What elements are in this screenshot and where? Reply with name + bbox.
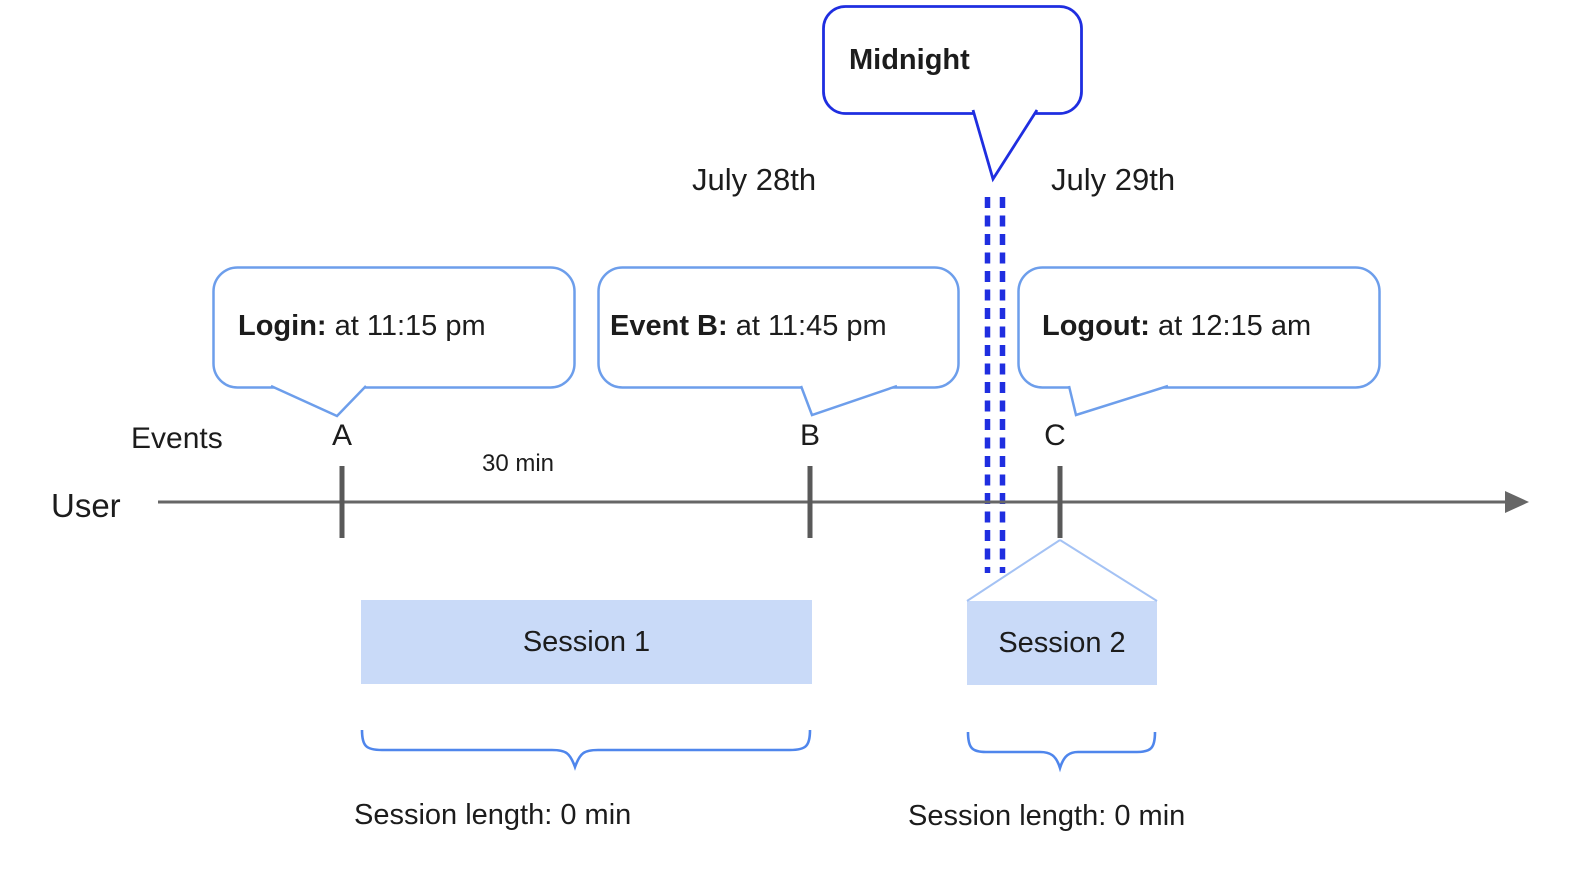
login-bubble-text-bold: Login: — [238, 310, 327, 342]
date-july-28: July 28th — [692, 162, 817, 197]
session-1-label: Session 1 — [522, 625, 651, 658]
event-b-bubble-text-bold: Event B: — [610, 310, 728, 342]
event-a-label: A — [331, 419, 353, 452]
logout-bubble-tail — [1067, 384, 1169, 417]
session-2-brace — [966, 731, 1157, 773]
events-axis-label: Events — [131, 422, 223, 455]
session-2-length-label: Session length: 0 min — [908, 800, 1186, 832]
login-bubble-text: Login: at 11:15 pm — [238, 310, 486, 343]
event-b-bubble-tail — [799, 384, 898, 417]
session-2-projection-line-left — [966, 539, 1061, 602]
session-1-length-label: Session length: 0 min — [354, 799, 632, 831]
session-1-box — [361, 600, 812, 684]
date-july-29: July 29th — [1051, 162, 1176, 197]
logout-bubble-text: Logout: at 12:15 am — [1042, 310, 1311, 343]
login-bubble-tail — [270, 384, 367, 418]
event-b-bubble — [597, 266, 960, 389]
interval-30min-label: 30 min — [481, 450, 555, 477]
session-2-box — [967, 601, 1157, 685]
midnight-callout-tail — [971, 109, 1039, 183]
midnight-callout-label: Midnight — [849, 44, 970, 76]
login-bubble-text-rest: at 11:15 pm — [326, 310, 486, 342]
session-2-label: Session 2 — [998, 626, 1126, 659]
event-b-label: B — [799, 419, 821, 452]
logout-bubble-text-rest: at 12:15 am — [1149, 310, 1312, 342]
session-2-projection-line-right — [1059, 539, 1158, 602]
event-b-bubble-text: Event B: at 11:45 pm — [610, 310, 887, 343]
logout-bubble-text-bold: Logout: — [1042, 310, 1150, 342]
event-c-label: C — [1044, 419, 1066, 452]
user-axis-label: User — [51, 487, 121, 524]
midnight-callout-bubble — [822, 5, 1083, 115]
logout-bubble — [1017, 266, 1381, 389]
session-1-brace — [360, 729, 812, 771]
timeline-arrowhead-icon — [1505, 491, 1529, 513]
event-b-bubble-text-rest: at 11:45 pm — [727, 310, 887, 342]
login-bubble — [212, 266, 576, 389]
